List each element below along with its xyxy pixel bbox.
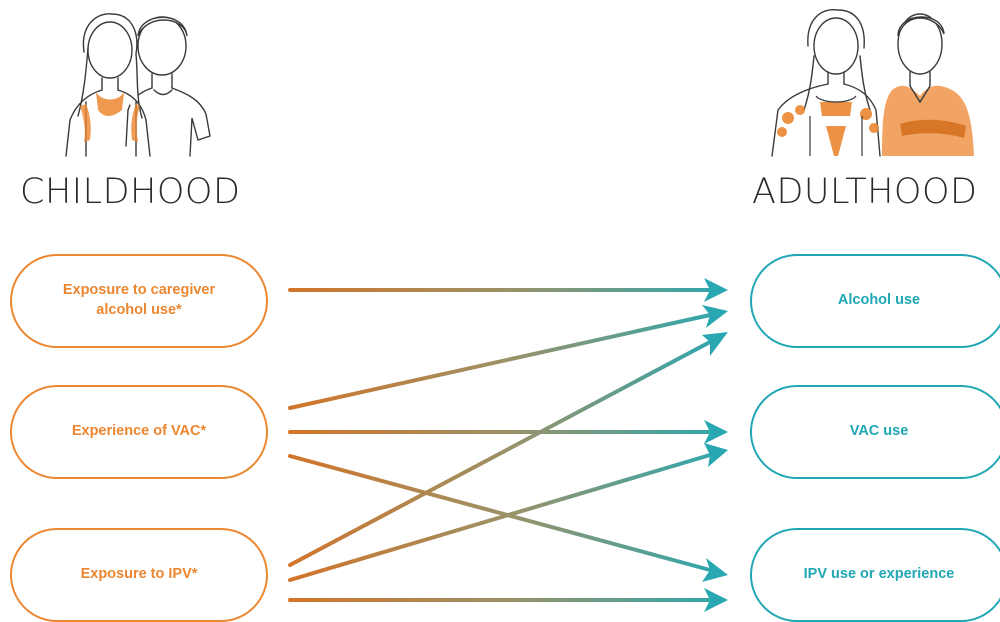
embroidered-collar [96,92,124,116]
arrowhead [702,332,728,356]
embroidered-blouse [777,102,879,156]
arrowhead [702,558,728,582]
arrow-vac-to-alcohol-use [288,313,712,410]
adulthood-box-alcohol: Alcohol use [750,254,1000,348]
adulthood-heading: ADULTHOOD [752,172,978,212]
arrowhead [702,305,728,328]
adulthood-box-vac: VAC use [750,385,1000,479]
adulthood-illustration [771,9,974,157]
adulthood-box-ipv: IPV use or experience [750,528,1000,622]
childhood-box-ipv: Exposure to IPV* [10,528,268,622]
childhood-heading: CHILDHOOD [20,172,241,212]
arrowheads [702,278,728,612]
arrowhead [704,278,728,302]
arrow-ipv-to-vac-use [288,453,712,582]
childhood-box-caregiver-alcohol: Exposure to caregiver alcohol use* [10,254,268,348]
arrowhead [704,443,728,467]
arrow-ipv-to-alcohol-use [288,340,712,567]
arrowhead [704,588,728,612]
arrowhead [704,420,728,444]
arrow-vac-to-ipv-use [288,454,712,572]
childhood-illustration [65,13,211,157]
childhood-box-vac: Experience of VAC* [10,385,268,479]
crossed-arms [900,119,966,138]
